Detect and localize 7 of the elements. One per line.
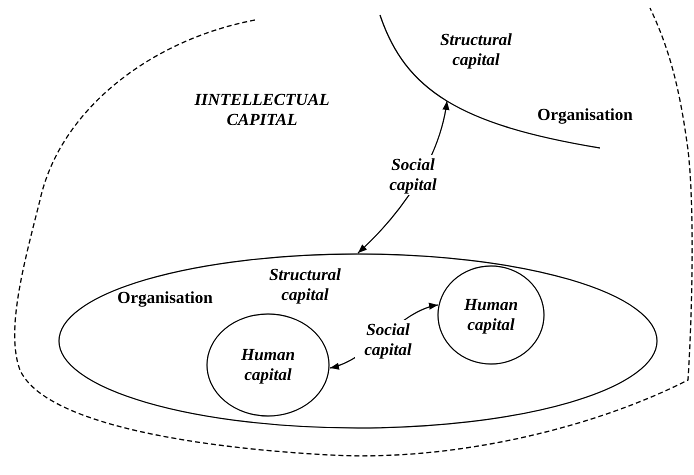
region-label: Organisation	[116, 288, 214, 308]
region-label: Structural capital	[268, 265, 342, 305]
region-label: Organisation	[536, 105, 634, 125]
region-label: Structural capital	[439, 30, 513, 70]
region-label: Human capital	[463, 295, 519, 335]
region-label: IINTELLECTUAL CAPITAL	[193, 90, 331, 130]
region-label: Human capital	[240, 345, 296, 385]
